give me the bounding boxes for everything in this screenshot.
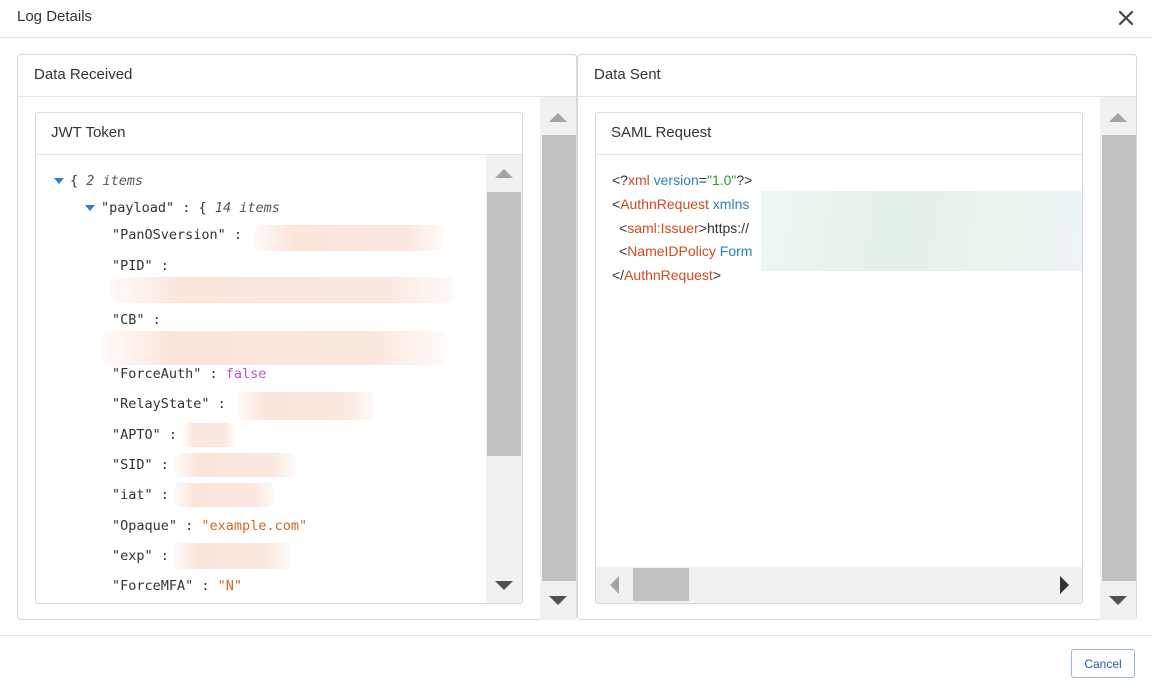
json-field: "Opaque" : "example.com" [112,518,308,534]
close-button[interactable] [1116,8,1136,28]
data-sent-title: Data Sent [594,66,661,83]
dialog-footer [0,635,1152,690]
data-received-panel: Data Received JWT Token { 2 items "paylo… [17,54,577,620]
json-field: "exp" : [112,548,169,564]
expand-triangle-icon[interactable] [85,205,95,211]
saml-request-title: SAML Request [611,124,712,141]
xml-viewer: <?xml version="1.0"?> <AuthnRequest xmln… [596,155,1082,567]
json-field: "APTO" : [112,427,178,443]
json-field: "iat" : [112,487,169,503]
redacted-value [174,453,296,477]
json-tree: { 2 items "payload" : { 14 items "PanOSv… [36,155,486,603]
json-field: "SID" : [112,457,169,473]
json-field: "CB" : [112,312,161,328]
item-count: 14 items [214,200,280,216]
scroll-down-arrow-icon[interactable] [495,581,513,590]
xml-line: <AuthnRequest xmlns [612,196,750,212]
json-field: "PanOSversion" : [112,227,243,243]
scroll-thumb[interactable] [633,568,689,601]
scroll-right-arrow-icon[interactable] [1060,576,1069,594]
dialog-header: Log Details [0,0,1152,38]
received-panel-scrollbar[interactable] [540,97,576,620]
json-field: "ForceAuth" : false [112,366,267,382]
card-divider [596,154,1082,155]
redacted-value [238,392,374,420]
scroll-up-arrow-icon[interactable] [495,169,513,178]
scroll-left-arrow-icon[interactable] [610,576,619,594]
item-count: 2 items [86,173,144,189]
json-field: "ForceMFA" : "N" [112,578,243,594]
expand-triangle-icon[interactable] [54,178,64,184]
scroll-thumb[interactable] [542,135,576,581]
scroll-down-arrow-icon[interactable] [549,596,567,605]
xml-line: <?xml version="1.0"?> [612,172,753,188]
redacted-value [174,543,290,569]
xml-line: <NameIDPolicy Form [619,243,753,259]
scroll-thumb[interactable] [1102,135,1136,581]
panel-divider [578,96,1136,97]
close-icon [1118,10,1134,26]
dialog-title: Log Details [17,8,93,25]
sent-panel-scrollbar[interactable] [1100,97,1136,620]
cancel-button[interactable]: Cancel [1071,649,1135,678]
redacted-value [102,331,444,365]
data-sent-panel: Data Sent SAML Request <?xml version="1.… [577,54,1137,620]
scroll-up-arrow-icon[interactable] [549,113,567,122]
redacted-xml-content [761,191,1082,271]
redacted-value [254,225,444,251]
json-root-node[interactable]: { 2 items [54,173,143,189]
jwt-token-title: JWT Token [51,124,126,141]
xml-line: <saml:Issuer>https:// [619,220,749,236]
scroll-thumb[interactable] [487,192,521,456]
panel-divider [18,96,576,97]
xml-horizontal-scrollbar[interactable] [596,567,1082,603]
scroll-up-arrow-icon[interactable] [1109,113,1127,122]
redacted-value [174,483,274,507]
saml-request-card: SAML Request <?xml version="1.0"?> <Auth… [595,112,1083,604]
redacted-value [184,423,234,447]
json-payload-node[interactable]: "payload" : { 14 items [85,200,280,216]
scroll-down-arrow-icon[interactable] [1109,596,1127,605]
json-field: "PID" : [112,258,169,274]
redacted-value [110,277,455,303]
xml-line: </AuthnRequest> [612,267,721,283]
json-field: "RelayState" : [112,396,226,412]
card-divider [36,154,522,155]
jwt-token-card: JWT Token { 2 items "payload" : { 14 ite… [35,112,523,604]
json-scrollbar[interactable] [486,155,522,603]
data-received-title: Data Received [34,66,133,83]
